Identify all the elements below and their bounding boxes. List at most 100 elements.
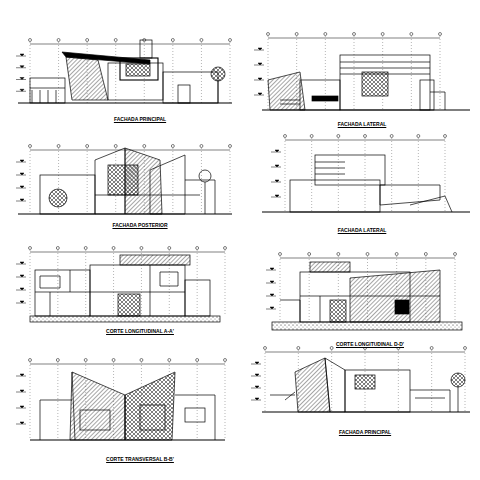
dimension-stroke [330, 347, 333, 350]
dimension-stroke [280, 256, 281, 322]
dimension-stroke [113, 250, 114, 316]
dimension-stroke [268, 38, 440, 39]
dimension-stroke [57, 250, 58, 316]
dimension-stroke [258, 63, 262, 65]
dimension-stroke [58, 42, 59, 103]
dimension-stroke [410, 33, 413, 36]
dimension-stroke [143, 39, 146, 42]
dimension-stroke [29, 145, 32, 148]
dimension-stroke [254, 50, 264, 51]
dimension-stroke [20, 89, 24, 91]
dimension-stroke [20, 199, 24, 201]
dimension-stroke [439, 33, 442, 36]
dimension-stroke [16, 408, 26, 409]
dimension-stroke [30, 42, 31, 103]
dimension-stroke [224, 359, 227, 362]
dimension-stroke [230, 148, 231, 214]
dimension-stroke [391, 138, 392, 212]
dimension-stroke [140, 359, 143, 362]
dimension-stroke [268, 36, 269, 110]
dimension-stroke [16, 67, 26, 68]
dimension-stroke [298, 350, 299, 412]
dimension-stroke [295, 33, 298, 36]
dimension-stroke [56, 359, 59, 362]
dimension-stroke [115, 148, 116, 214]
dimension-stroke [338, 256, 339, 322]
dimension-stroke [171, 39, 174, 42]
dimension-stroke [270, 294, 274, 296]
dimension-stroke [353, 33, 356, 36]
dimension-stroke [16, 264, 26, 265]
dimension-stroke [20, 78, 24, 80]
dimension-stroke [16, 376, 26, 377]
dimension-stroke [280, 258, 455, 259]
dimension-stroke [84, 359, 87, 362]
dimension-stroke [311, 138, 312, 212]
dimension-stroke [285, 138, 286, 212]
dimension-stroke [16, 303, 26, 304]
dimension-stroke [20, 406, 24, 408]
dimension-stroke [270, 268, 274, 270]
dimension-stroke [201, 42, 202, 103]
dimension-stroke [465, 350, 466, 412]
dimension-stroke [275, 195, 279, 197]
dimension-stroke [390, 135, 393, 138]
dimension-stroke [251, 364, 261, 365]
dimension-stroke [266, 309, 276, 310]
view-title: FACHADA PRINCIPAL [113, 116, 167, 122]
dimension-stroke [20, 390, 24, 392]
dimension-stroke [417, 135, 420, 138]
dimension-stroke [197, 362, 198, 440]
dimension-stroke [266, 296, 276, 297]
dimension-stroke [20, 288, 24, 290]
view-title: CORTE TRANSVERSAL B-B' [105, 456, 175, 462]
dimension-stroke [112, 359, 115, 362]
dimension-stroke [16, 56, 26, 57]
dimension-stroke [144, 148, 145, 214]
dimension-stroke [197, 250, 198, 316]
dimension-stroke [309, 256, 310, 322]
dimension-stroke [143, 145, 146, 148]
dimension-stroke [271, 167, 281, 168]
dimension-stroke [20, 173, 24, 175]
dimension-stroke [308, 253, 311, 256]
dimension-stroke [425, 256, 426, 322]
dimension-stroke [168, 359, 171, 362]
dimension-stroke [196, 359, 199, 362]
dimension-stroke [310, 135, 313, 138]
dimension-stroke [444, 135, 447, 138]
dimension-stroke [325, 36, 326, 110]
dimension-stroke [365, 350, 366, 412]
dimension-stroke [265, 350, 266, 412]
dimension-stroke [30, 148, 31, 214]
dimension-stroke [255, 398, 259, 400]
dimension-stroke [395, 253, 398, 256]
dimension-stroke [141, 362, 142, 440]
dimension-stroke [115, 42, 116, 103]
dimension-stroke [169, 362, 170, 440]
dimension-stroke [58, 148, 59, 214]
dimension-stroke [254, 80, 264, 81]
dimension-stroke [381, 33, 384, 36]
dimension-stroke [225, 250, 226, 316]
dimension-stroke [112, 247, 115, 250]
dimension-stroke [16, 79, 26, 80]
dimension-stroke [85, 250, 86, 316]
dimension-stroke [271, 182, 281, 183]
dimension-stroke [266, 270, 276, 271]
dimension-stroke [169, 250, 170, 316]
dimension-stroke [255, 362, 259, 364]
dimension-stroke [29, 39, 32, 42]
dimension-stroke [20, 66, 24, 68]
dimension-stroke [86, 145, 89, 148]
dimension-stroke [284, 135, 287, 138]
view-title: FACHADA LATERAL [337, 121, 388, 127]
dimension-stroke [337, 253, 340, 256]
dimension-stroke [367, 256, 368, 322]
dimension-stroke [396, 256, 397, 322]
dimension-stroke [275, 150, 279, 152]
dimension-stroke [366, 253, 369, 256]
dimension-stroke [275, 180, 279, 182]
dimension-stroke [113, 362, 114, 440]
dimension-stroke [279, 253, 282, 256]
